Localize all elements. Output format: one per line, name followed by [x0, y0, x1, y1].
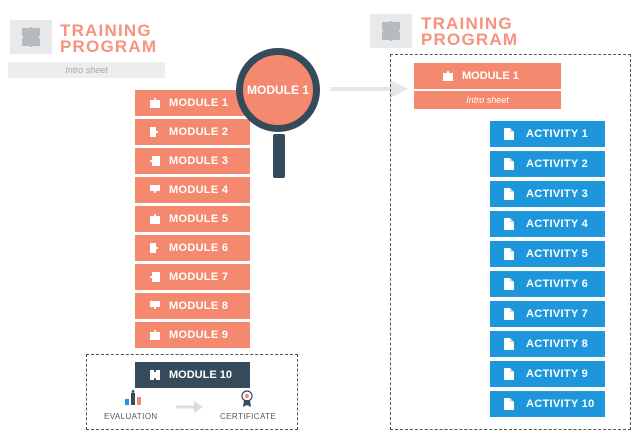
activity-bar[interactable]: ACTIVITY 3 [490, 181, 605, 207]
module-detail-frame [390, 54, 631, 430]
activity-label: ACTIVITY 8 [526, 338, 589, 350]
puzzle-icon [370, 14, 412, 48]
module-10-label: MODULE 10 [169, 369, 232, 381]
document-icon [504, 188, 514, 200]
module-label: MODULE 4 [169, 184, 229, 196]
module-bar[interactable]: MODULE 4 [135, 177, 250, 203]
document-icon [504, 338, 514, 350]
magnifier-label: MODULE 1 [246, 83, 309, 97]
document-icon [504, 308, 514, 320]
activity-label: ACTIVITY 4 [526, 218, 589, 230]
detail-module-bar[interactable]: MODULE 1 [414, 63, 561, 89]
activity-bar[interactable]: ACTIVITY 2 [490, 151, 605, 177]
activity-label: ACTIVITY 10 [526, 398, 595, 410]
module-label: MODULE 6 [169, 242, 229, 254]
module-label: MODULE 2 [169, 126, 229, 138]
puzzle-piece-icon [443, 71, 453, 81]
puzzle-piece-icon [150, 214, 160, 224]
final-module-frame [86, 354, 298, 430]
module-bar[interactable]: MODULE 8 [135, 293, 250, 319]
module-label: MODULE 9 [169, 329, 229, 341]
detail-module-label: MODULE 1 [462, 70, 519, 82]
module-label: MODULE 1 [169, 97, 229, 109]
module-label: MODULE 5 [169, 213, 229, 225]
puzzle-piece-icon [150, 156, 160, 166]
evaluation-label: EVALUATION [104, 412, 158, 421]
activity-bar[interactable]: ACTIVITY 5 [490, 241, 605, 267]
module-bar[interactable]: MODULE 9 [135, 322, 250, 348]
document-icon [504, 248, 514, 260]
module-bar[interactable]: MODULE 5 [135, 206, 250, 232]
puzzle-piece-icon [150, 370, 160, 380]
module-label: MODULE 7 [169, 271, 229, 283]
activity-label: ACTIVITY 9 [526, 368, 589, 380]
document-icon [504, 398, 514, 410]
puzzle-piece-icon [150, 127, 158, 137]
puzzle-piece-icon [150, 272, 160, 282]
program-title-line2: PROGRAM [421, 30, 519, 49]
puzzle-piece-icon [150, 185, 160, 193]
module-bar[interactable]: MODULE 1 [135, 90, 250, 116]
evaluation-icon [124, 390, 142, 411]
activity-label: ACTIVITY 6 [526, 278, 589, 290]
program-title-line1: TRAINING [60, 21, 152, 40]
document-icon [504, 278, 514, 290]
module-bar[interactable]: MODULE 7 [135, 264, 250, 290]
activity-label: ACTIVITY 3 [526, 188, 589, 200]
activity-label: ACTIVITY 5 [526, 248, 589, 260]
certificate-label: CERTIFICATE [220, 412, 277, 421]
puzzle-piece-icon [150, 98, 160, 108]
activity-bar[interactable]: ACTIVITY 9 [490, 361, 605, 387]
module-label: MODULE 8 [169, 300, 229, 312]
document-icon [504, 218, 514, 230]
activity-bar[interactable]: ACTIVITY 4 [490, 211, 605, 237]
arrow-right-icon [330, 78, 410, 105]
magnifier-handle [273, 134, 285, 178]
module-bar[interactable]: MODULE 3 [135, 148, 250, 174]
program-title-line2: PROGRAM [60, 37, 158, 56]
program-title-line1: TRAINING [421, 14, 513, 33]
puzzle-icon [10, 20, 52, 54]
module-bar[interactable]: MODULE 6 [135, 235, 250, 261]
certificate-icon [241, 390, 253, 413]
puzzle-piece-icon [150, 243, 158, 253]
puzzle-piece-icon [150, 330, 160, 340]
activity-bar[interactable]: ACTIVITY 7 [490, 301, 605, 327]
activity-label: ACTIVITY 2 [526, 158, 589, 170]
arrow-right-icon [176, 400, 204, 418]
module-label: MODULE 3 [169, 155, 229, 167]
activity-label: ACTIVITY 1 [526, 128, 589, 140]
activity-bar[interactable]: ACTIVITY 10 [490, 391, 605, 417]
module-10-bar[interactable]: MODULE 10 [135, 362, 250, 388]
puzzle-piece-icon [150, 301, 160, 309]
intro-sheet-label: Intro sheet [8, 62, 165, 78]
activity-bar[interactable]: ACTIVITY 8 [490, 331, 605, 357]
magnifier-icon: MODULE 1 [236, 48, 320, 132]
activity-bar[interactable]: ACTIVITY 6 [490, 271, 605, 297]
activity-bar[interactable]: ACTIVITY 1 [490, 121, 605, 147]
document-icon [504, 158, 514, 170]
detail-intro-sheet: Intro sheet [414, 91, 561, 109]
module-bar[interactable]: MODULE 2 [135, 119, 250, 145]
document-icon [504, 368, 514, 380]
document-icon [504, 128, 514, 140]
activity-label: ACTIVITY 7 [526, 308, 589, 320]
